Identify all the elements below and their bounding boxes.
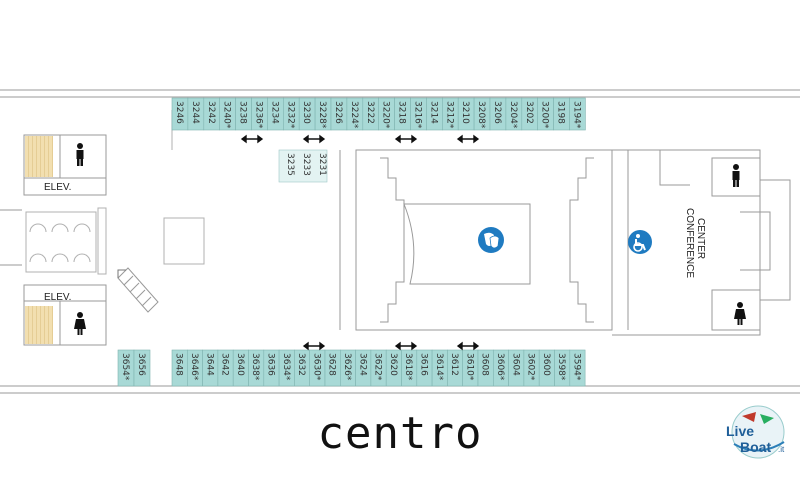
cabin-number: 3233 <box>301 153 311 176</box>
top-cabin-row: 3246 3244 3242 3240* 3238 3236* 3234 3232* 3230 3… <box>171 97 586 131</box>
cabin-number: 3624 <box>357 353 367 376</box>
cabin-number: 3598* <box>556 353 566 381</box>
cabin-number: 3604 <box>510 353 520 376</box>
bottom-cabin-row: 3648 3646* 3644 3642 3640 3638* 3636 3634* 3632 3… <box>171 349 586 387</box>
cabin-number: 3620 <box>388 353 398 376</box>
cabin-cell <box>569 349 586 387</box>
cabin-number: 3238 <box>238 101 248 124</box>
cabin-number: 3626* <box>342 353 352 381</box>
person-icon <box>732 164 740 187</box>
cabin-number: 3220* <box>381 101 391 129</box>
wheelchair-icon <box>628 230 652 254</box>
cabin-number: 3622* <box>373 353 383 381</box>
person-icon <box>74 312 86 335</box>
cabin-number: 3642 <box>220 353 230 376</box>
stairs-icon <box>117 267 159 313</box>
svg-text:.it: .it <box>778 445 785 454</box>
cabin-number: 3608 <box>480 353 490 376</box>
cabin-number: 3644 <box>204 353 214 376</box>
cabin-number: 3656 <box>136 353 146 376</box>
cabin-number: 3242 <box>206 101 216 124</box>
cabin-number: 3240* <box>222 101 232 129</box>
cabin-number: 3226 <box>333 101 343 124</box>
cabin-number: 3228* <box>317 101 327 129</box>
person-icon <box>76 143 84 166</box>
cabin-number: 3222 <box>365 101 375 124</box>
conference-center-label: CONFERENCE CENTER <box>684 208 706 281</box>
cabin-number: 3634* <box>281 353 291 381</box>
connecting-door-markers <box>240 134 480 351</box>
left-cabin-block: 3654* 3656 <box>117 349 151 387</box>
cabin-number: 3232* <box>285 101 295 129</box>
cabin-number: 3594* <box>571 353 581 381</box>
cabin-cell <box>133 349 151 387</box>
cabin-number: 3216* <box>412 101 422 129</box>
cabin-number: 3231 <box>317 153 327 176</box>
conference-center-structure <box>612 149 791 336</box>
svg-text:Boat: Boat <box>740 439 771 455</box>
theater-masks-icon <box>478 227 504 253</box>
cabin-number: 3212* <box>444 101 454 129</box>
cabin-number: 3236* <box>253 101 263 129</box>
cabin-number: 3618* <box>403 353 413 381</box>
cabin-number: 3230 <box>301 101 311 124</box>
cabin-number: 3646* <box>189 353 199 381</box>
middle-cabin-block: 3231 3233 3235 <box>278 149 328 183</box>
cabin-number: 3246 <box>174 101 184 124</box>
cabin-number: 3198 <box>556 101 566 124</box>
cabin-number: 3218 <box>397 101 407 124</box>
cabin-number: 3612 <box>449 353 459 376</box>
cabin-number: 3234 <box>269 101 279 124</box>
cabin-number: 3630* <box>311 353 321 381</box>
cabin-number: 3214 <box>428 101 438 124</box>
liveboat-logo: Live Boat .it <box>726 405 785 459</box>
stair-hatch-top <box>25 136 53 177</box>
cabin-number: 3606* <box>495 353 505 381</box>
cabin-number: 3632 <box>296 353 306 376</box>
person-icon <box>734 302 746 325</box>
cabin-number: 3194* <box>571 101 581 129</box>
cabin-number: 3602* <box>526 353 536 381</box>
cabin-number: 3638* <box>250 353 260 381</box>
theater-structure <box>339 149 613 331</box>
cabin-cell <box>569 97 586 131</box>
cabin-number: 3235 <box>285 153 295 176</box>
cabin-number: 3610* <box>464 353 474 381</box>
cabin-number: 3202 <box>524 101 534 124</box>
cabin-number: 3616 <box>418 353 428 376</box>
cabin-number: 3614* <box>434 353 444 381</box>
cabin-number: 3224* <box>349 101 359 129</box>
cabin-number: 3208* <box>476 101 486 129</box>
stair-hatch-bottom <box>25 306 53 344</box>
left-elevator-block <box>23 134 107 346</box>
cabin-number: 3204* <box>508 101 518 129</box>
cabin-number: 3628 <box>327 353 337 376</box>
cabin-number: 3210 <box>460 101 470 124</box>
cabin-number: 3636 <box>265 353 275 376</box>
cabin-number: 3648 <box>174 353 184 376</box>
deck-caption: centro <box>317 408 483 459</box>
elevator-label-bottom: ELEV. <box>44 292 71 303</box>
cabin-number: 3640 <box>235 353 245 376</box>
cabin-number: 3244 <box>190 101 200 124</box>
cabin-number: 3600 <box>541 353 551 376</box>
cabin-number: 3200* <box>540 101 550 129</box>
cabin-cell <box>278 149 328 183</box>
lobby-seating <box>25 110 205 275</box>
svg-text:Live: Live <box>726 423 754 439</box>
cabin-number: 3206 <box>492 101 502 124</box>
elevator-label-top: ELEV. <box>44 182 71 193</box>
cabin-number: 3654* <box>120 353 130 381</box>
